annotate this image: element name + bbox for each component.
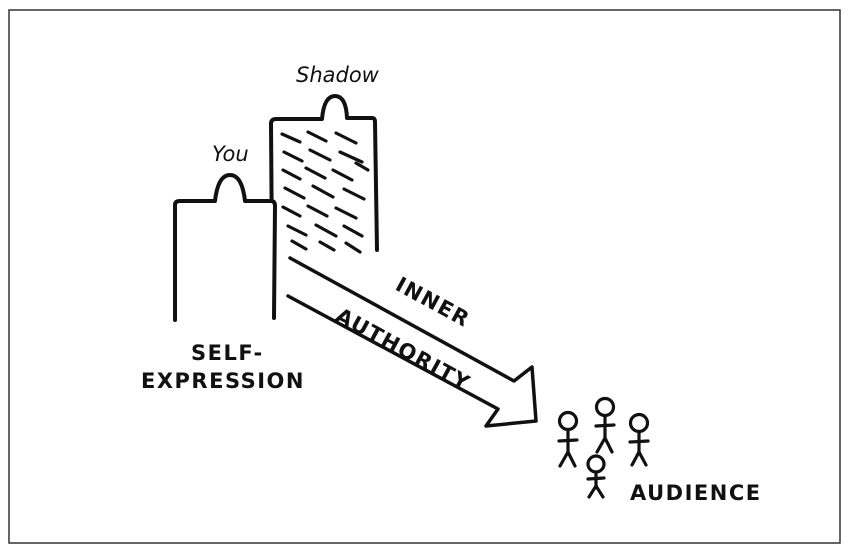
arrow-label-inner: INNER [392, 272, 475, 332]
audience-figures [557, 396, 650, 499]
shadow-figure [269, 94, 379, 259]
inner-authority-arrow [286, 256, 538, 428]
you-figure [173, 173, 277, 322]
shadow-label: Shadow [296, 63, 380, 87]
audience-person-2 [594, 396, 616, 454]
self-expression-line2: EXPRESSION [141, 369, 305, 393]
frame-border [8, 9, 841, 544]
audience-person-3 [628, 412, 650, 467]
audience-label: AUDIENCE [630, 481, 762, 505]
shadow-hatching [280, 130, 370, 254]
audience-person-1 [557, 410, 579, 468]
self-expression-line1: SELF- [191, 341, 264, 365]
audience-person-4 [586, 454, 606, 499]
you-label: You [212, 142, 249, 166]
